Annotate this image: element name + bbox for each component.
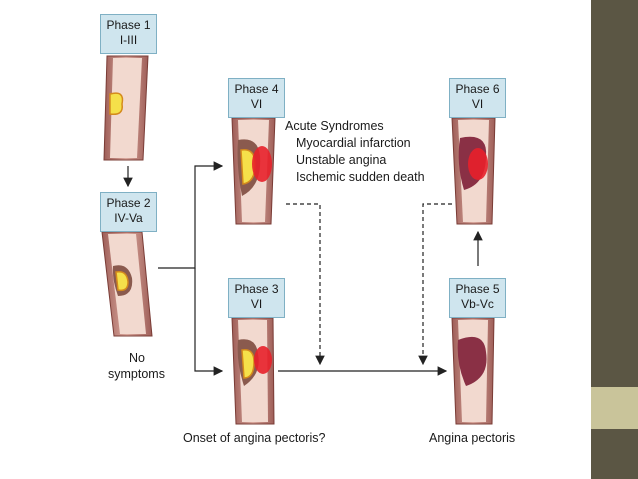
arrow-to-phase4 [158,161,224,269]
phase-6-name: Phase 6 [455,82,500,96]
phase-6-stage: VI [471,97,484,111]
phase-6-box: Phase 6 VI [449,78,506,118]
phase-5-name: Phase 5 [455,282,500,296]
vessel-phase-2 [101,231,153,337]
phase-1-box: Phase 1 I-III [100,14,157,54]
phase-2-stage: IV-Va [114,211,143,225]
dashed-arrow-phase4-down [286,203,325,366]
phase-4-name: Phase 4 [234,82,279,96]
vessel-phase-6 [451,117,496,225]
vessel-phase-5 [451,317,495,425]
phase-4-stage: VI [250,97,263,111]
plaque-yellow [109,92,124,116]
phase-5-box: Phase 5 Vb-Vc [449,278,506,318]
phase-5-stage: Vb-Vc [461,297,494,311]
vessel-phase-3 [231,317,275,425]
phase-3-name: Phase 3 [234,282,279,296]
phase-3-box: Phase 3 VI [228,278,285,318]
acute-item-unstable-angina: Unstable angina [296,153,387,167]
phase-2-name: Phase 2 [106,196,151,210]
slide-side-accent [591,387,638,429]
vessel-phase-1 [103,55,149,161]
phase-2-box: Phase 2 IV-Va [100,192,157,232]
no-symptoms-line-2: symptoms [108,367,165,381]
plaque-dark [457,336,487,386]
phase-1-stage: I-III [119,33,138,47]
angina-pectoris-caption: Angina pectoris [429,431,516,445]
onset-angina-caption: Onset of angina pectoris? [183,431,326,445]
acute-item-mi: Myocardial infarction [296,136,411,150]
dashed-arrow-phase6-down [418,203,452,366]
acute-syndromes-title: Acute Syndromes [285,119,384,133]
thrombus [254,346,272,374]
arrow-to-phase3 [194,268,224,376]
phase-1-name: Phase 1 [106,18,151,32]
vessel-phase-4 [231,117,276,225]
phase-4-box: Phase 4 VI [228,78,285,118]
no-symptoms-line-1: No [129,351,145,365]
phase-3-stage: VI [250,297,263,311]
diagram-graphics [101,55,496,425]
acute-item-sudden-death: Ischemic sudden death [296,170,425,184]
